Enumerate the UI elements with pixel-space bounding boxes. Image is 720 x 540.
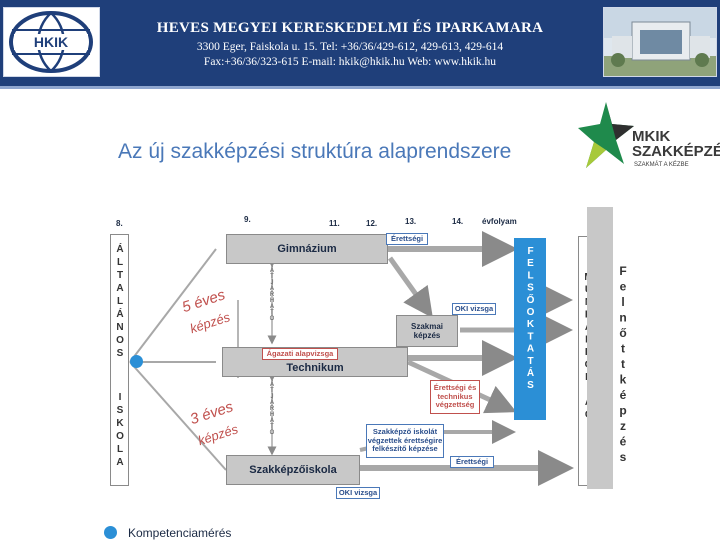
szakmai-kepzes-box: Szakmai képzés: [396, 315, 458, 347]
felnottkepzes-text: Felnőttképzés: [617, 264, 629, 466]
szakkepzo-vegzettek-callout: Szakképző iskolát végzettek érettségire …: [366, 424, 444, 458]
atjarhato-bottom: ÁTJÁRHATÓ: [267, 382, 277, 436]
iskola-text: ISKOLA: [115, 392, 125, 470]
felsooktatas-label: FELSŐOKTATÁS: [514, 246, 546, 392]
felnottkepzes-label: Felnőttképzés: [608, 264, 638, 466]
competency-dot: [130, 355, 143, 368]
legend-label: Kompetenciamérés: [128, 526, 231, 540]
altalanos-text: ÁLTALÁNOS: [115, 244, 125, 361]
atjarhato-top: ÁTJÁRHATÓ: [267, 268, 277, 322]
felsooktatas-text: FELSŐOKTATÁS: [525, 246, 535, 392]
iskola-label: ISKOLA: [110, 392, 129, 470]
erettsegi-callout-bottom: Érettségi: [450, 456, 494, 468]
atjarhato-bottom-text: ÁTJÁRHATÓ: [269, 382, 275, 436]
technikum-label: Technikum: [286, 362, 343, 374]
erettsegi-callout-top: Érettségi: [386, 233, 428, 245]
gimnazium-box: Gimnázium: [226, 234, 388, 264]
altalanos-label: ÁLTALÁNOS: [110, 244, 129, 361]
erettsegi-technikus-callout: Érettségi és technikus végzettség: [430, 380, 480, 414]
oki-vizsga-callout-bottom: OKI vizsga: [336, 487, 380, 499]
legend-dot: [104, 526, 117, 539]
agazati-alapvizsga-callout: Ágazati alapvizsga: [262, 348, 338, 360]
szakkepzo-iskola-box: Szakképzőiskola: [226, 455, 360, 485]
atjarhato-top-text: ÁTJÁRHATÓ: [269, 268, 275, 322]
oki-vizsga-callout-top: OKI vizsga: [452, 303, 496, 315]
